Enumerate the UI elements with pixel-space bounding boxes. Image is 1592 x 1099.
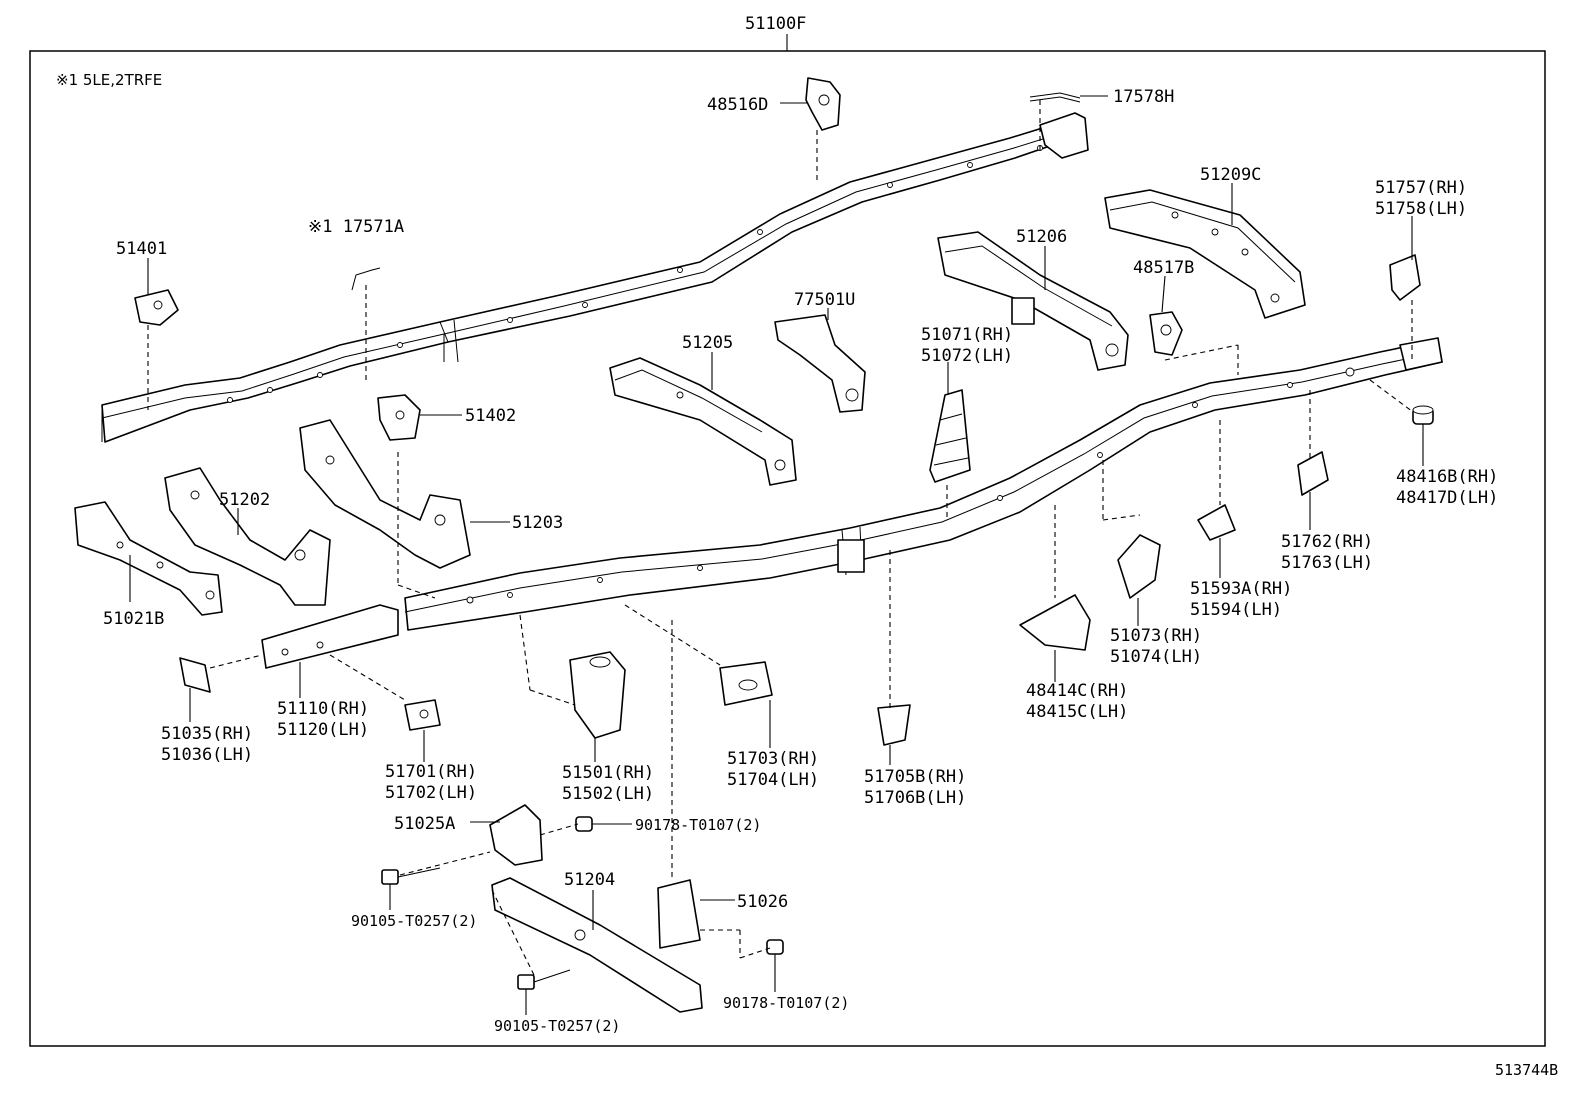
label-51502-lh[interactable]: 51502(LH) [562, 784, 654, 804]
gusset-51071[interactable] [929, 389, 971, 483]
bracket-51701[interactable] [404, 699, 441, 731]
bracket-51402[interactable] [377, 394, 421, 441]
label-51036-lh[interactable]: 51036(LH) [161, 745, 253, 765]
label-51762-rh[interactable]: 51762(RH) [1281, 532, 1373, 552]
label-51401[interactable]: 51401 [116, 239, 167, 259]
label-51026[interactable]: 51026 [737, 892, 788, 912]
label-51705b-rh[interactable]: 51705B(RH) [864, 767, 966, 787]
nut-90178-lower[interactable] [766, 939, 784, 955]
label-51501-rh[interactable]: 51501(RH) [562, 763, 654, 783]
footnote-label: ※1 5LE,2TRFE [56, 71, 162, 89]
gusset-51757[interactable] [1389, 254, 1421, 301]
plate-51035[interactable] [179, 657, 211, 693]
crossmember-51021b[interactable] [74, 501, 223, 616]
label-90105-lower[interactable]: 90105-T0257(2) [494, 1017, 620, 1035]
label-51702-lh[interactable]: 51702(LH) [385, 783, 477, 803]
label-51701-rh[interactable]: 51701(RH) [385, 762, 477, 782]
label-48415c-lh[interactable]: 48415C(LH) [1026, 702, 1128, 722]
crossmember-51205[interactable] [609, 357, 797, 486]
bracket-48414c[interactable] [1019, 594, 1091, 651]
bracket-77501u[interactable] [774, 314, 866, 413]
label-48414c-rh[interactable]: 48414C(RH) [1026, 681, 1128, 701]
label-51035-rh[interactable]: 51035(RH) [161, 724, 253, 744]
label-51402[interactable]: 51402 [465, 406, 516, 426]
label-51202[interactable]: 51202 [219, 490, 270, 510]
crossmember-51206[interactable] [937, 231, 1129, 371]
label-90105-upper[interactable]: 90105-T0257(2) [351, 912, 477, 930]
right-frame-rail[interactable] [404, 337, 1443, 631]
label-51073-rh[interactable]: 51073(RH) [1110, 626, 1202, 646]
label-51706b-lh[interactable]: 51706B(LH) [864, 788, 966, 808]
crossmember-51209c[interactable] [1104, 189, 1306, 319]
label-51120-lh[interactable]: 51120(LH) [277, 720, 369, 740]
label-51203[interactable]: 51203 [512, 513, 563, 533]
label-51594-lh[interactable]: 51594(LH) [1190, 600, 1282, 620]
label-17578h[interactable]: 17578H [1113, 87, 1174, 107]
label-17571a[interactable]: ※1 17571A [308, 217, 404, 237]
label-90178-upper[interactable]: 90178-T0107(2) [635, 816, 761, 834]
bracket-48517b[interactable] [1149, 311, 1183, 356]
label-48516d[interactable]: 48516D [707, 95, 768, 115]
label-51593a-rh[interactable]: 51593A(RH) [1190, 579, 1292, 599]
bracket-51401[interactable] [134, 289, 179, 326]
gusset-51762[interactable] [1297, 451, 1329, 496]
label-48517b[interactable]: 48517B [1133, 258, 1194, 278]
figure-id: 513744B [1495, 1061, 1558, 1079]
pipe-17578h[interactable] [1029, 92, 1081, 103]
bracket-51703[interactable] [719, 661, 773, 706]
label-51209c[interactable]: 51209C [1200, 165, 1261, 185]
label-51071-rh[interactable]: 51071(RH) [921, 325, 1013, 345]
label-51758-lh[interactable]: 51758(LH) [1375, 199, 1467, 219]
label-51704-lh[interactable]: 51704(LH) [727, 770, 819, 790]
label-51204[interactable]: 51204 [564, 870, 615, 890]
label-51703-rh[interactable]: 51703(RH) [727, 749, 819, 769]
left-frame-rail[interactable] [101, 112, 1089, 443]
label-51074-lh[interactable]: 51074(LH) [1110, 647, 1202, 667]
nut-90178-upper[interactable] [575, 816, 593, 832]
bolt-90105-lower[interactable] [517, 969, 571, 990]
crossmember-51203[interactable] [299, 419, 471, 569]
label-51021b[interactable]: 51021B [103, 609, 164, 629]
crossmember-51202[interactable] [164, 467, 331, 606]
bracket-51705b[interactable] [877, 704, 911, 746]
bracket-51026[interactable] [657, 879, 701, 949]
label-90178-lower[interactable]: 90178-T0107(2) [723, 994, 849, 1012]
label-51110-rh[interactable]: 51110(RH) [277, 699, 369, 719]
bolt-90105-upper[interactable] [381, 867, 441, 885]
label-77501u[interactable]: 77501U [794, 290, 855, 310]
label-51072-lh[interactable]: 51072(LH) [921, 346, 1013, 366]
pipe-17571a[interactable] [351, 267, 381, 291]
bracket-48516d[interactable] [805, 77, 841, 131]
label-51025a[interactable]: 51025A [394, 814, 455, 834]
gusset-51073[interactable] [1117, 534, 1161, 599]
label-48417d-lh[interactable]: 48417D(LH) [1396, 488, 1498, 508]
label-51763-lh[interactable]: 51763(LH) [1281, 553, 1373, 573]
top-part-label[interactable]: 51100F [745, 14, 806, 34]
spring-bracket-51501[interactable] [569, 651, 626, 739]
label-51205[interactable]: 51205 [682, 333, 733, 353]
bracket-51025a[interactable] [489, 804, 543, 866]
label-48416b-rh[interactable]: 48416B(RH) [1396, 467, 1498, 487]
crossmember-51204[interactable] [491, 877, 703, 1013]
gusset-51593a[interactable] [1197, 504, 1236, 541]
label-51206[interactable]: 51206 [1016, 227, 1067, 247]
label-leaders [129, 95, 1424, 1015]
bushing-48416b[interactable] [1412, 405, 1434, 425]
frame-extension-51110[interactable] [261, 604, 399, 669]
label-51757-rh[interactable]: 51757(RH) [1375, 178, 1467, 198]
locator-lines [147, 100, 1414, 976]
